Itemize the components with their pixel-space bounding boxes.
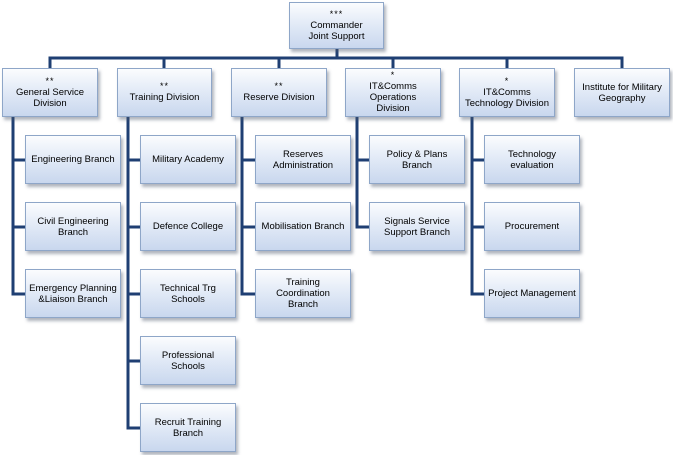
commander-joint-support-box: *** Commander Joint Support — [289, 2, 384, 49]
box-title-line1: Reserve Division — [243, 92, 315, 103]
box-title-line1: IT&Comms — [483, 86, 531, 98]
branch-box-project-management: Project Management — [484, 269, 580, 318]
box-title-line1: Civil Engineering — [37, 215, 109, 227]
box-title-line2: Support Branch — [383, 226, 450, 238]
box-title-line2: Geography — [598, 92, 646, 104]
rank-stars: * — [390, 70, 396, 80]
box-title-line2: Joint Support — [308, 30, 365, 42]
branch-box-emergency-planning: Emergency Planning &Liaison Branch — [25, 269, 121, 318]
box-title-line2: &Liaison Branch — [38, 293, 108, 305]
box-title-line2: Technology Division — [465, 97, 549, 109]
box-title-line2: Division — [33, 97, 67, 109]
rank-stars: ** — [45, 75, 55, 86]
branch-box-mobilisation: Mobilisation Branch — [255, 202, 351, 251]
branch-box-signals-service-support: Signals Service Support Branch — [369, 202, 465, 251]
branch-box-professional-schools: Professional Schools — [140, 336, 236, 385]
box-title-line1: IT&Comms Operations — [369, 81, 417, 103]
rank-stars: * — [504, 75, 510, 86]
box-title-line2: Division — [376, 103, 410, 114]
division-box-reserve: ** Reserve Division — [231, 68, 327, 117]
box-title-line1: Professional Schools — [161, 349, 215, 372]
box-title-line1: Project Management — [488, 288, 576, 299]
box-title-line1: Institute for Military — [582, 81, 662, 93]
rank-stars: ** — [274, 81, 284, 91]
branch-box-training-coordination: Training Coordination Branch — [255, 269, 351, 318]
rank-stars: *** — [329, 8, 344, 19]
box-title-line1: Commander — [310, 19, 363, 31]
box-title-line2: Branch — [287, 299, 319, 310]
box-title-line1: Signals Service — [384, 215, 450, 227]
box-title-line1: Defence College — [152, 221, 224, 232]
branch-box-technical-trg-schools: Technical Trg Schools — [140, 269, 236, 318]
branch-box-military-academy: Military Academy — [140, 135, 236, 184]
box-title-line1: Military Academy — [152, 154, 224, 165]
box-title-line1: Procurement — [504, 221, 560, 232]
division-box-general-service: ** General Service Division — [2, 68, 98, 117]
box-title-line2: Branch — [57, 226, 89, 238]
box-title-line1: Emergency Planning — [29, 282, 117, 294]
box-title-line1: Technical Trg Schools — [160, 282, 216, 305]
branch-box-procurement: Procurement — [484, 202, 580, 251]
branch-box-engineering: Engineering Branch — [25, 135, 121, 184]
division-box-training: ** Training Division — [117, 68, 212, 117]
rank-stars: ** — [159, 81, 169, 91]
box-title-line1: General Service — [15, 86, 85, 98]
division-box-institute-military-geography: Institute for Military Geography — [574, 68, 670, 117]
division-box-itcomms-operations: * IT&Comms Operations Division — [345, 68, 441, 117]
box-title-line1: Mobilisation Branch — [261, 221, 345, 232]
box-title-line2: Administration — [272, 159, 334, 171]
box-title-line1: Training Coordination — [276, 277, 330, 299]
division-box-itcomms-technology: * IT&Comms Technology Division — [459, 68, 555, 117]
box-title-line1: Technology evaluation — [507, 148, 557, 171]
box-title-line2: Branch — [172, 427, 204, 439]
branch-box-policy-plans: Policy & Plans Branch — [369, 135, 465, 184]
branch-box-civil-engineering: Civil Engineering Branch — [25, 202, 121, 251]
branch-box-technology-evaluation: Technology evaluation — [484, 135, 580, 184]
branch-box-defence-college: Defence College — [140, 202, 236, 251]
box-title-line1: Recruit Training — [154, 416, 222, 428]
box-title-line1: Policy & Plans Branch — [386, 148, 448, 171]
branch-box-recruit-training: Recruit Training Branch — [140, 403, 236, 452]
box-title-line1: Engineering Branch — [31, 154, 115, 165]
box-title-line1: Reserves — [282, 148, 324, 160]
branch-box-reserves-administration: Reserves Administration — [255, 135, 351, 184]
box-title-line1: Training Division — [129, 92, 200, 103]
